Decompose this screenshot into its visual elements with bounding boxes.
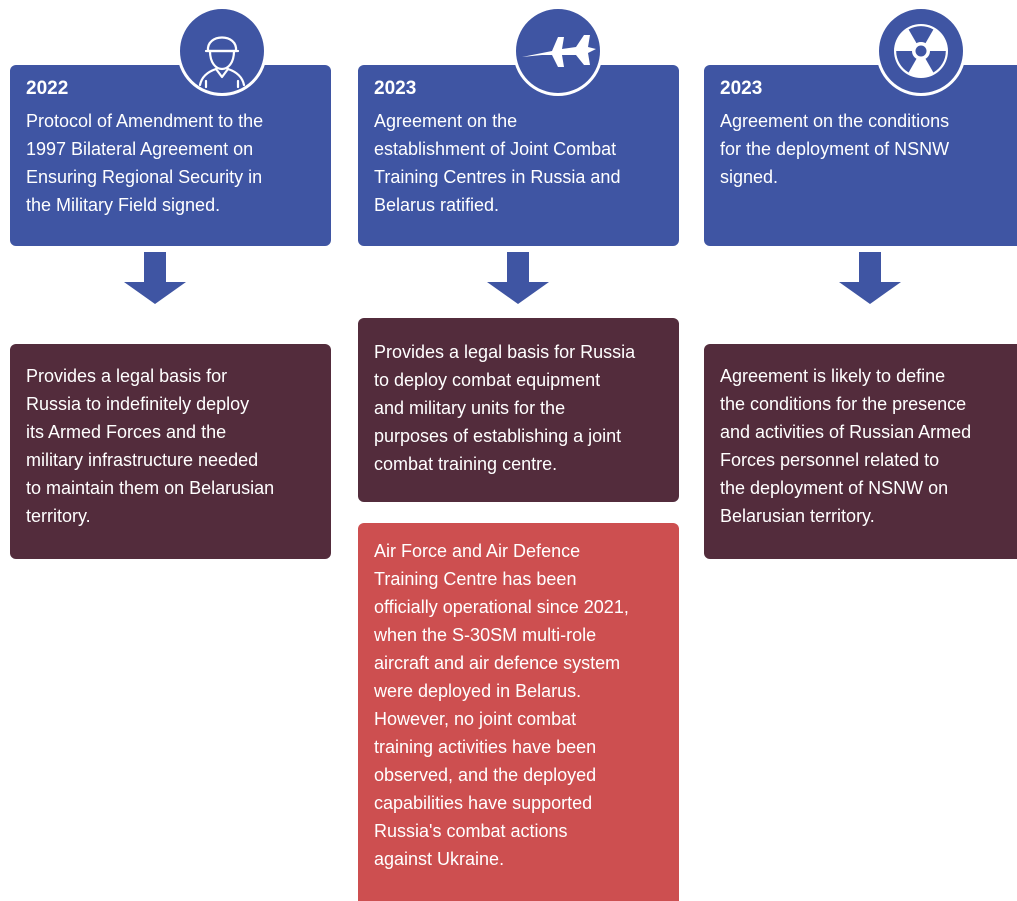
event-box-2023-nsnw: 2023 Agreement on the conditions for the… bbox=[704, 65, 1017, 246]
event-description: Agreement on the conditions for the depl… bbox=[720, 111, 950, 187]
implication-box-2022: Provides a legal basis for Russia to ind… bbox=[10, 344, 331, 559]
event-box-2023-training: 2023 Agreement on the establishment of J… bbox=[358, 65, 679, 246]
event-description: Agreement on the establishment of Joint … bbox=[374, 111, 621, 215]
event-box-2022: 2022 Protocol of Amendment to the 1997 B… bbox=[10, 65, 331, 246]
implication-text: Provides a legal basis for Russia to dep… bbox=[374, 342, 636, 474]
event-year: 2023 bbox=[374, 78, 417, 99]
note-text: Air Force and Air Defence Training Centr… bbox=[374, 541, 629, 869]
fighter-jet-icon bbox=[513, 6, 603, 96]
event-year: 2023 bbox=[720, 78, 763, 99]
radiation-icon bbox=[876, 6, 966, 96]
note-box-training-centre: Air Force and Air Defence Training Centr… bbox=[358, 523, 679, 901]
soldier-icon bbox=[177, 6, 267, 96]
implication-box-2023-nsnw: Agreement is likely to define the condit… bbox=[704, 344, 1017, 559]
down-arrow-icon bbox=[839, 252, 901, 304]
implication-text: Agreement is likely to define the condit… bbox=[720, 366, 972, 526]
down-arrow-icon bbox=[124, 252, 186, 304]
implication-box-2023-training: Provides a legal basis for Russia to dep… bbox=[358, 318, 679, 502]
down-arrow-icon bbox=[487, 252, 549, 304]
event-description: Protocol of Amendment to the 1997 Bilate… bbox=[26, 111, 264, 215]
event-year: 2022 bbox=[26, 78, 69, 99]
implication-text: Provides a legal basis for Russia to ind… bbox=[26, 366, 275, 526]
